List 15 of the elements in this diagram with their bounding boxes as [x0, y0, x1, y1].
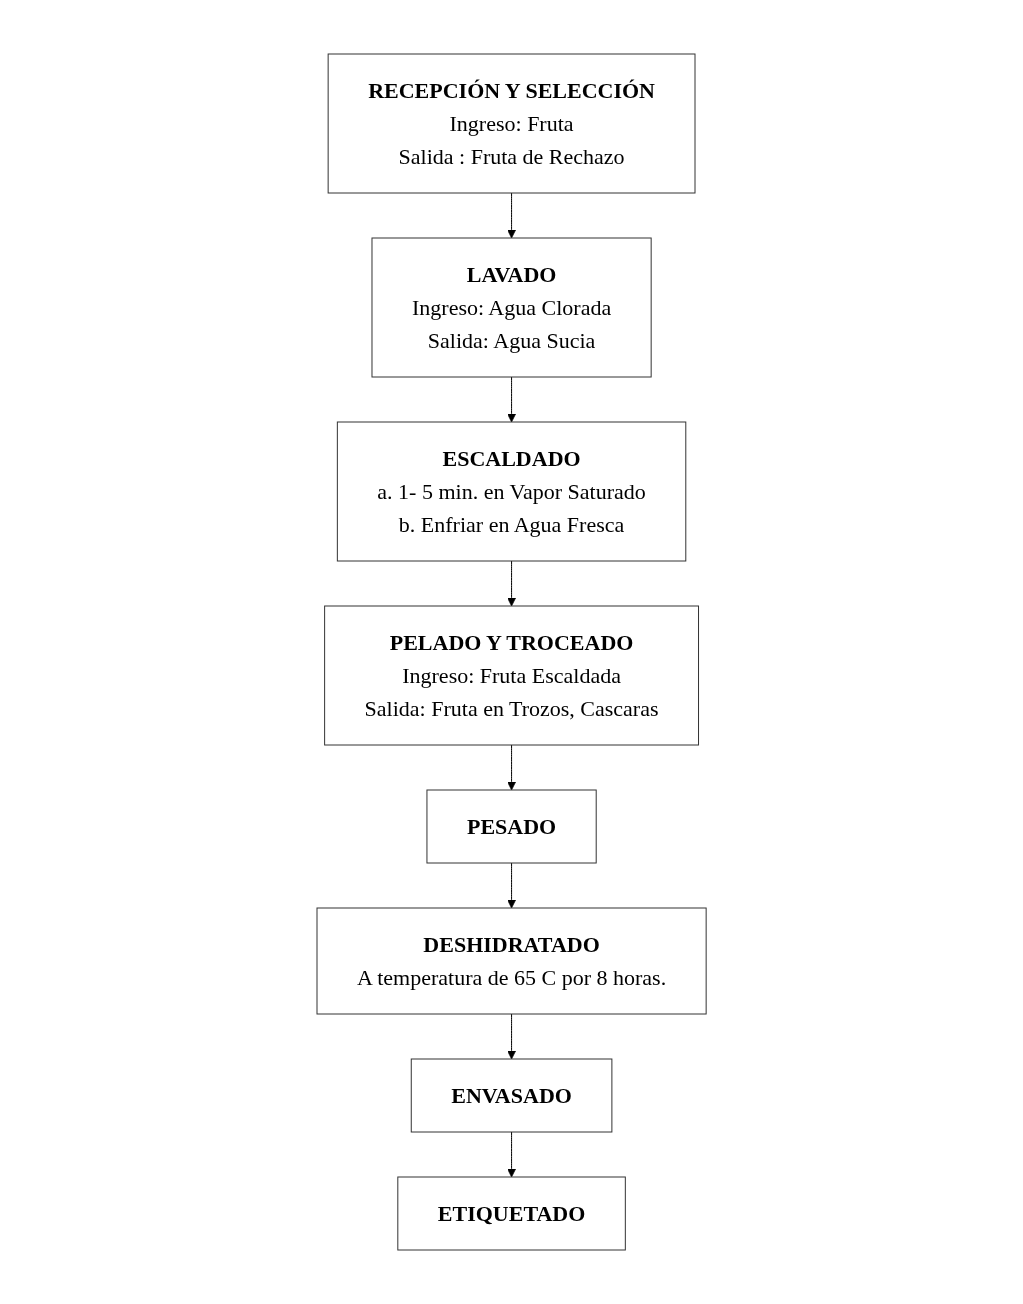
node-box: ESCALDADO a. 1- 5 min. en Vapor Saturado b. Enfriar en Agua Fresca: [336, 421, 687, 562]
arrow: [507, 560, 516, 607]
node-box: PELADO Y TROCEADO Ingreso: Fruta Escaldada Salida: Fruta en Trozos, Cascaras: [324, 605, 699, 746]
arrow: [507, 1013, 516, 1060]
node-box: ENVASADO: [410, 1058, 613, 1133]
node-box: LAVADO Ingreso: Agua Clorada Salida: Agua Sucia: [371, 237, 652, 378]
node-box: ETIQUETADO: [397, 1176, 626, 1251]
node-box: RECEPCIÓN Y SELECCIÓN Ingreso: Fruta Salida : Fruta de Rechazo: [327, 53, 696, 194]
node-box: DESHIDRATADO A temperatura de 65 C por 8 horas.: [316, 907, 707, 1015]
node-box: PESADO: [426, 789, 597, 864]
arrow: [507, 192, 516, 239]
arrow: [507, 1131, 516, 1178]
arrow: [507, 744, 516, 791]
arrow: [507, 862, 516, 909]
arrow: [507, 376, 516, 423]
